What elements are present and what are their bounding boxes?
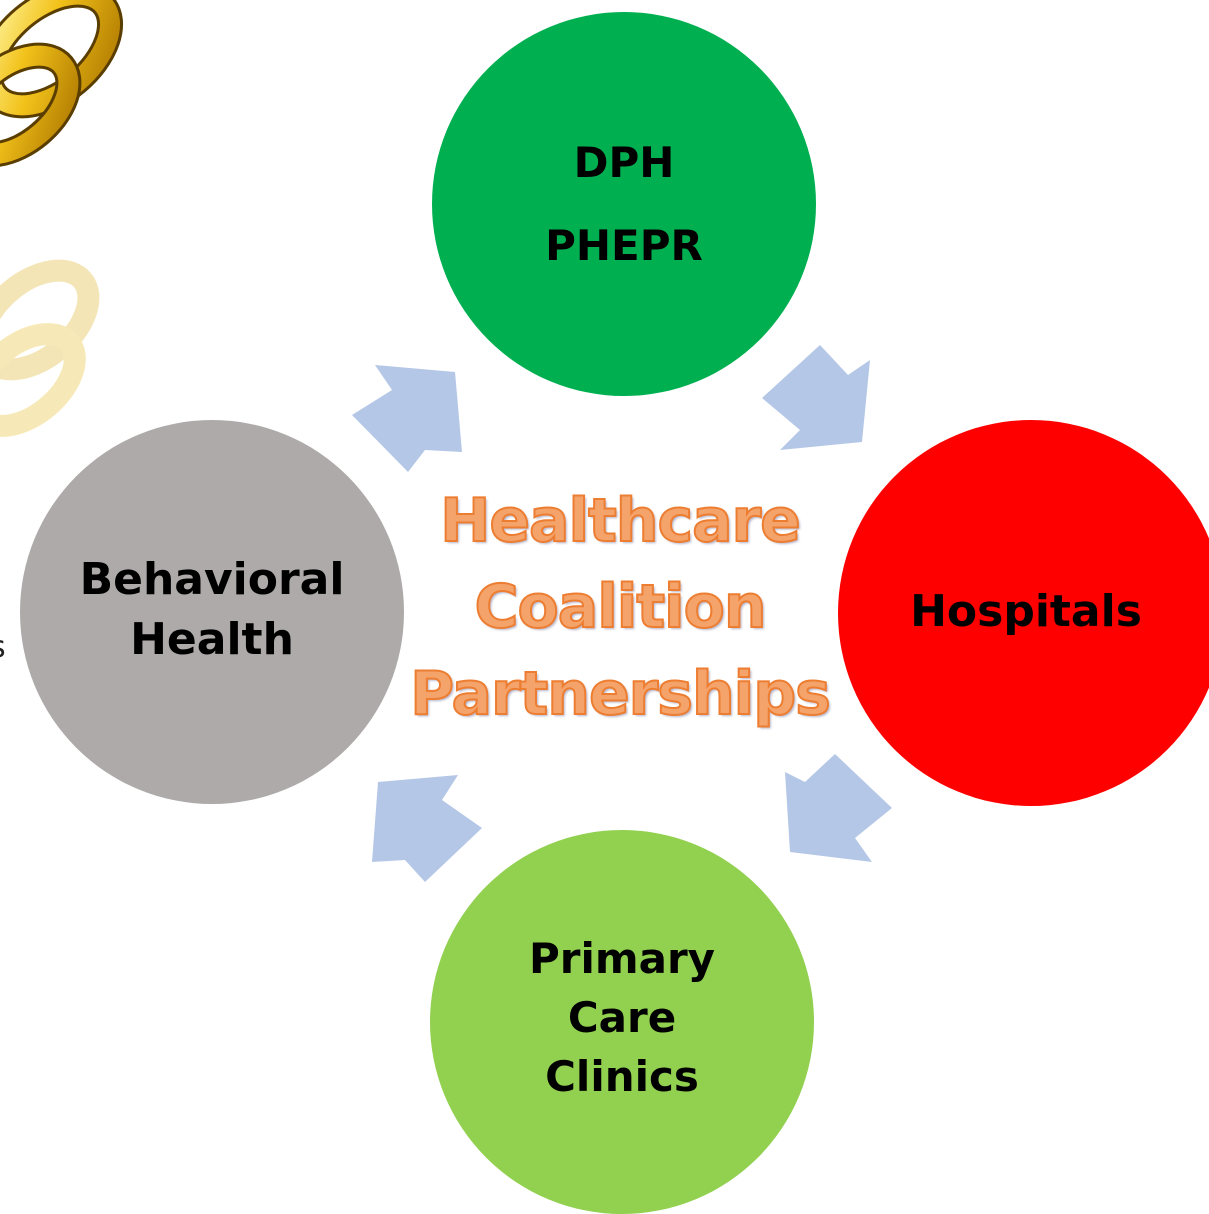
node-dph-line-2: PHEPR: [545, 221, 703, 270]
node-primary-line-3: Clinics: [545, 1051, 699, 1101]
chain-link-icon: [0, 0, 124, 168]
arrows: [352, 345, 892, 882]
node-primary-line-1: Primary: [528, 934, 716, 983]
node-dph-line-1: DPH: [573, 137, 675, 187]
arrow-hospitals-to-primary: [785, 754, 892, 862]
left-edge-glyph: s: [0, 630, 6, 665]
center-title: Healthcare Coalition Partnerships: [390, 478, 850, 737]
center-title-line-2: Coalition: [473, 571, 767, 643]
node-dph-phepr: DPH PHEPR: [432, 12, 816, 396]
node-primary-care-clinics: Primary Care Clinics: [430, 830, 814, 1214]
center-title-line-1: Healthcare: [439, 485, 802, 557]
arrow-primary-to-behavioral: [372, 775, 482, 882]
node-behavioral-line-1: Behavioral: [79, 554, 345, 605]
node-behavioral-health: Behavioral Health: [20, 420, 404, 804]
node-hospitals: Hospitals: [838, 420, 1209, 806]
node-hospitals-label: Hospitals: [910, 586, 1142, 637]
center-title-line-3: Partnerships: [409, 658, 832, 730]
arrow-behavioral-to-dph: [352, 365, 462, 472]
node-primary-line-2: Care: [567, 992, 677, 1042]
faded-chain-link-icon: [0, 259, 100, 437]
arrow-dph-to-hospitals: [762, 345, 870, 450]
node-behavioral-line-2: Health: [130, 613, 294, 665]
